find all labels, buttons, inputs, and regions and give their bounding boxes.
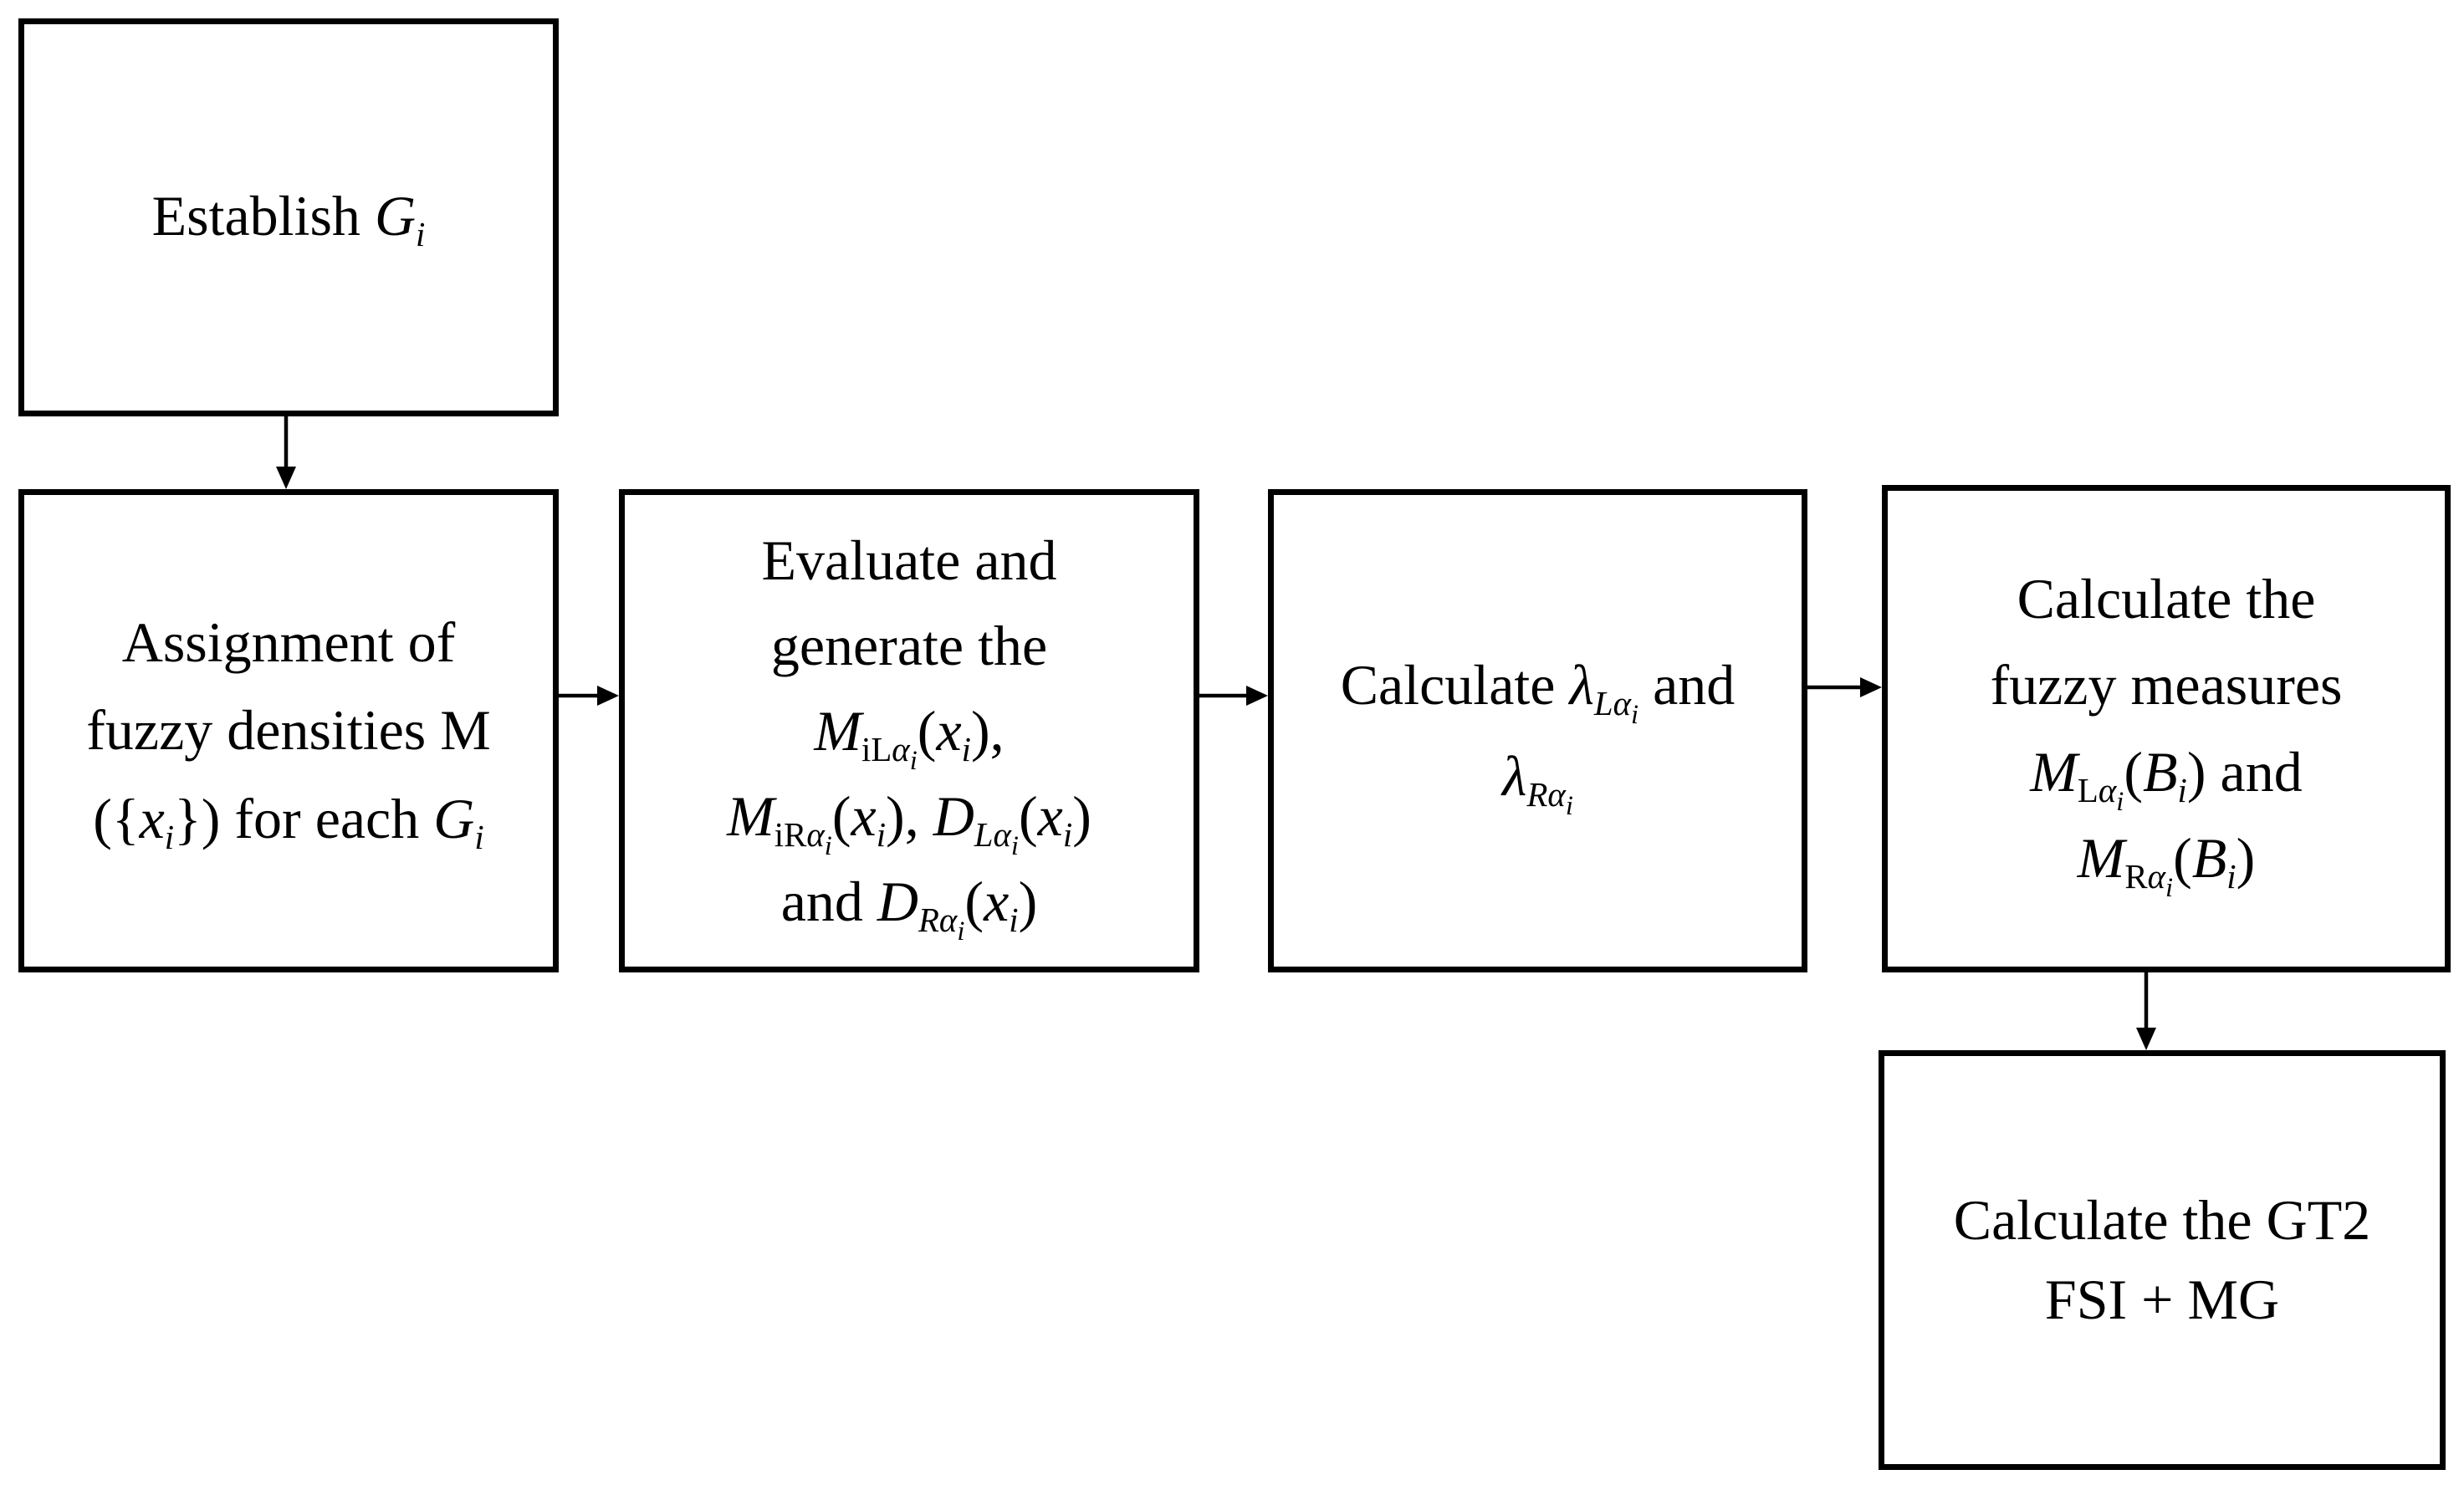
arrowhead-right-2 <box>1246 686 1268 706</box>
node-assign: Assignment of fuzzy densities M ({xi}) f… <box>18 489 559 972</box>
evaluate-formula-3: and DRαi(xi) <box>780 870 1038 947</box>
node-establish: Establish Gi <box>18 18 559 416</box>
evaluate-line-2: generate the <box>770 614 1048 677</box>
measures-formula-2: MRαi(Bi) <box>2077 825 2256 903</box>
arrowhead-down-2 <box>2136 1028 2156 1050</box>
node-evaluate: Evaluate and generate the MiLαi(xi), MiR… <box>619 489 1199 972</box>
var-g: G <box>374 184 417 248</box>
node-gt2: Calculate the GT2 FSI + MG <box>1879 1050 2446 1470</box>
evaluate-line-1: Evaluate and <box>761 528 1057 592</box>
gt2-line-1: Calculate the GT2 <box>1953 1187 2371 1252</box>
establish-label: Establish <box>151 184 375 248</box>
arrowhead-down-1 <box>276 467 296 489</box>
evaluate-formula-2: MiRαi(xi), DLαi(xi) <box>727 784 1091 861</box>
assign-line-2: fuzzy densities M <box>86 698 491 763</box>
measures-line-2: fuzzy measures <box>1990 653 2343 717</box>
assign-line-1: Assignment of <box>121 610 456 674</box>
arrowhead-right-1 <box>597 686 619 706</box>
gt2-line-2: FSI + MG <box>2044 1268 2280 1331</box>
node-measures: Calculate the fuzzy measures MLαi(Bi) an… <box>1882 485 2451 972</box>
assign-line-3: ({xi}) for each Gi <box>93 786 484 856</box>
node-lambda: Calculate λLαi and λRαi <box>1268 489 1807 972</box>
lambda-line-2: λRαi <box>1502 744 1573 821</box>
measures-line-1: Calculate the <box>2017 566 2316 630</box>
lambda-line-1: Calculate λLαi and <box>1340 653 1736 731</box>
measures-formula-1: MLαi(Bi) and <box>2030 739 2303 817</box>
arrowhead-right-3 <box>1860 677 1882 697</box>
evaluate-formula-1: MiLαi(xi), <box>814 699 1005 776</box>
